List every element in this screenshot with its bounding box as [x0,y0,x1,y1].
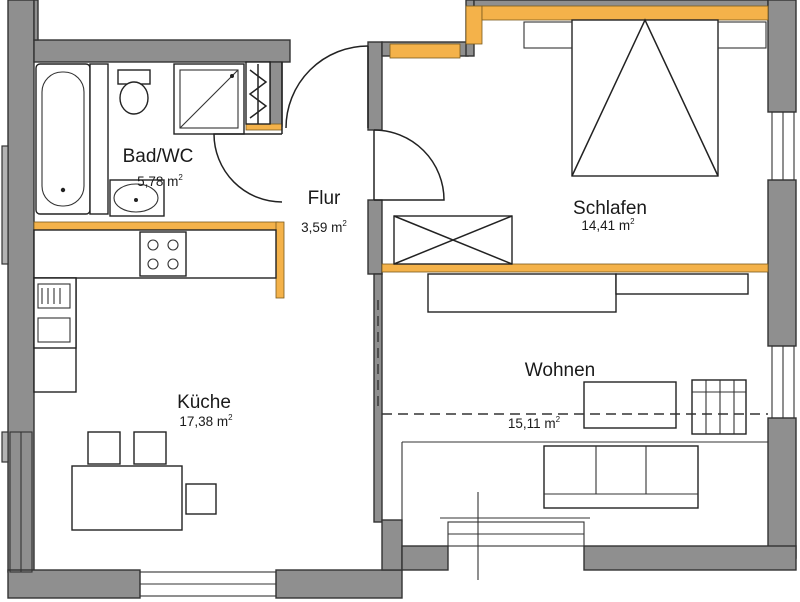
hall-bedroom-wall-lower [367,199,383,275]
insulation-bedroom-top [481,5,769,21]
tv-cabinet [427,273,617,313]
chair [87,431,121,465]
doors [213,45,445,203]
insulation-bedroom-top-left [389,43,461,59]
insulation-bedroom-step [465,5,483,45]
room-area-flur: 3,59 m2 [301,219,347,235]
right-exterior-wall-1 [767,0,797,113]
bath-door [213,133,283,203]
nightstand [717,21,767,49]
coffee-table [583,381,677,429]
room-name-flur: Flur [308,188,341,209]
room-area-schlafen: 14,41 m2 [581,217,635,233]
sofa [543,445,699,509]
bedroom-furniture [393,18,767,265]
sideboard [615,273,749,295]
right-exterior-wall-2 [767,179,797,347]
insulation-kitchen-hall [275,221,285,299]
toilet-bowl [119,81,149,115]
room-name-wohnen: Wohnen [525,360,595,381]
room-area-bad: 5,78 m2 [137,173,183,189]
stove [139,231,187,277]
bed [571,19,719,177]
bottom-wall-kitchen-left [7,569,141,599]
nightstand [523,21,573,49]
shower-tray [179,69,239,129]
room-name-kueche: Küche [177,392,231,413]
bottom-wall-living-left [401,545,449,571]
insulation-bath-kitchen [33,221,279,231]
washbasin [109,179,165,217]
left-wall-notch-2 [1,431,9,463]
top-left-wall-stub [33,0,39,41]
bottom-wall-kitchen-right [275,569,403,599]
armchair [691,379,747,435]
right-exterior-wall-3 [767,417,797,559]
room-name-bad: Bad/WC [123,146,194,167]
kitchen-fixtures [33,229,277,531]
entrance-door [285,45,369,129]
top-wall-bath [33,39,291,63]
windows [9,111,795,597]
bathtub-drain [60,187,66,193]
bath-partition [89,63,109,215]
bedroom-door [373,129,445,201]
room-name-schlafen: Schlafen [573,198,647,219]
kitchen-sink [33,277,77,349]
hall-bedroom-wall-upper [367,41,383,131]
bathtub-basin [41,71,85,207]
bottom-wall-corner [381,519,403,571]
left-wall-notch [1,145,9,265]
insulation-bedroom-living [381,263,769,273]
room-area-kueche: 17,38 m2 [179,413,233,429]
bathroom-fixtures [35,61,271,217]
chair [185,483,217,515]
living-furniture [377,273,768,580]
bottom-wall-living-right [583,545,797,571]
room-labels: Bad/WC 5,78 m2 Flur 3,59 m2 Schlafen 14,… [123,146,647,431]
insulation [33,5,769,299]
insulation-shaft [245,123,283,131]
dining-table [71,465,183,531]
room-area-wohnen: 15,11 m2 [508,415,561,431]
chair [133,431,167,465]
bath-right-wall [269,61,283,127]
